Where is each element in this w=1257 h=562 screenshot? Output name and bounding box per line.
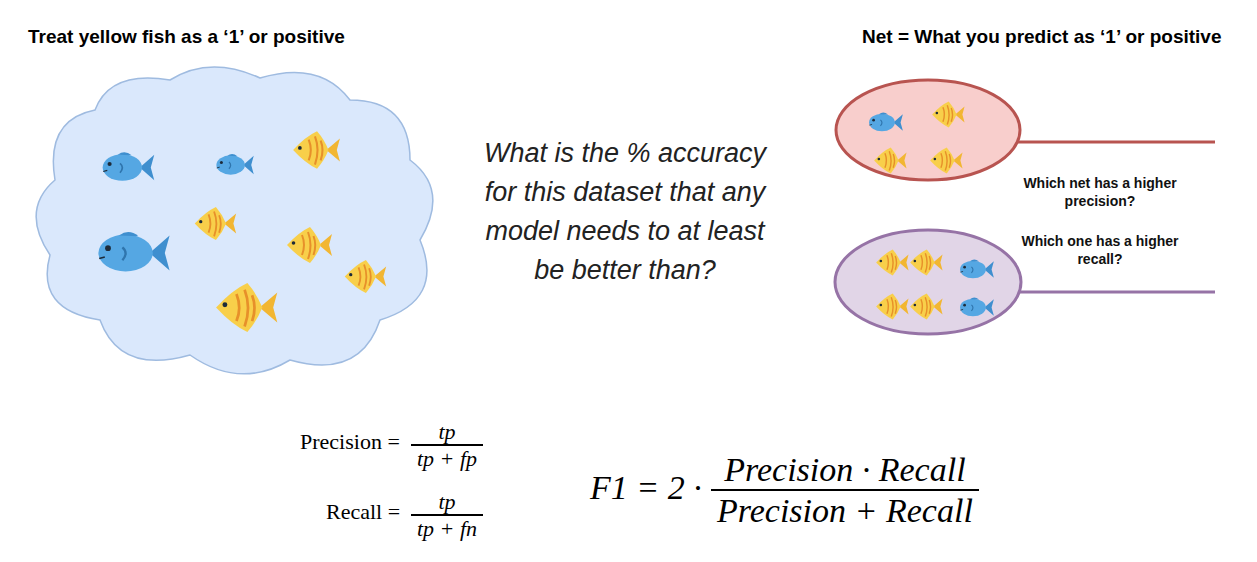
fraction: tptp + fn bbox=[411, 489, 483, 542]
formula-label: F1 = 2 · bbox=[590, 469, 702, 507]
formula-numerator: tp bbox=[432, 419, 461, 444]
purple-net bbox=[835, 230, 1215, 334]
formula-numerator: Precision · Recall bbox=[718, 450, 971, 489]
fraction: tptp + fp bbox=[411, 419, 483, 472]
formula-denominator: tp + fp bbox=[411, 444, 483, 471]
question-text: Which one has a higher recall? bbox=[1005, 232, 1195, 268]
question-text: What is the % accuracy for this dataset … bbox=[480, 134, 770, 290]
formula-denominator: tp + fn bbox=[411, 514, 483, 541]
formula-denominator: Precision + Recall bbox=[711, 489, 979, 530]
formula-label: Recall = bbox=[326, 499, 400, 525]
pond-cloud bbox=[36, 67, 433, 374]
question-text: Which net has a higher precision? bbox=[1005, 174, 1195, 210]
red-net bbox=[836, 80, 1215, 180]
heading: Net = What you predict as ‘1’ or positiv… bbox=[862, 26, 1222, 48]
fish-in-pond bbox=[98, 131, 386, 332]
formula-numerator: tp bbox=[432, 489, 461, 514]
formula-label: Precision = bbox=[300, 429, 400, 455]
fraction: Precision · RecallPrecision + Recall bbox=[711, 450, 979, 530]
heading: Treat yellow fish as a ‘1’ or positive bbox=[28, 26, 345, 48]
